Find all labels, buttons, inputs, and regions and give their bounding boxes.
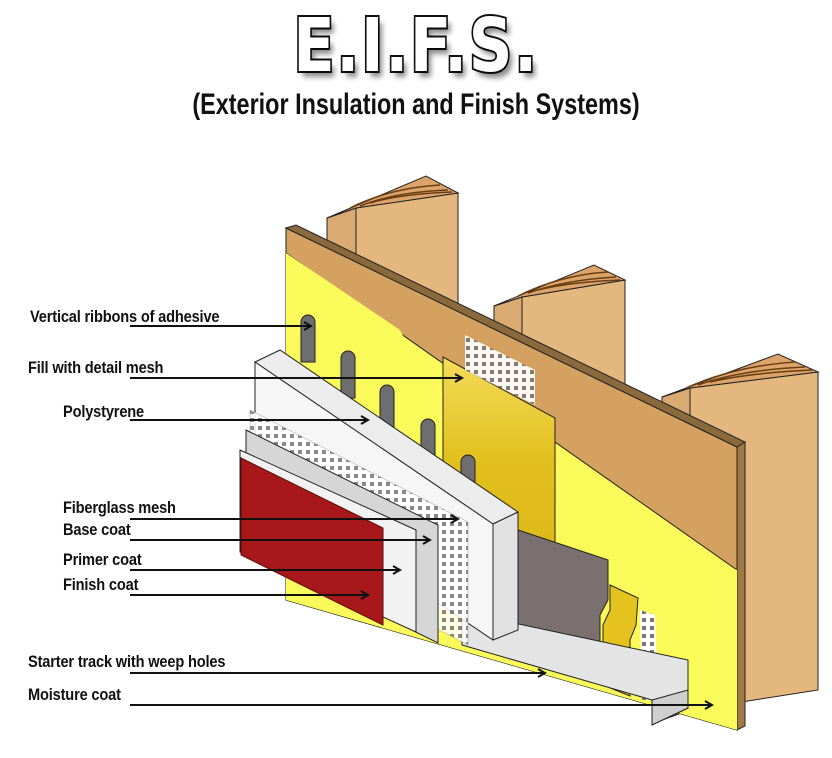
label-fiberglass-mesh: Fiberglass mesh xyxy=(63,498,176,517)
diagram-subtitle: (Exterior Insulation and Finish Systems) xyxy=(192,88,640,121)
finish-coat-layer xyxy=(240,457,384,626)
diagram-title: E.I.F.S. xyxy=(292,2,539,90)
label-primer-coat: Primer coat xyxy=(63,550,142,569)
detail-mesh-grid xyxy=(465,335,535,405)
label-detail-mesh: Fill with detail mesh xyxy=(28,358,164,377)
label-adhesive: Vertical ribbons of adhesive xyxy=(30,307,220,326)
label-moisture-coat: Moisture coat xyxy=(28,685,121,704)
starter-track xyxy=(461,611,689,726)
label-starter-track: Starter track with weep holes xyxy=(28,652,226,671)
label-finish-coat: Finish coat xyxy=(63,575,139,594)
label-polystyrene: Polystyrene xyxy=(63,402,145,421)
label-base-coat: Base coat xyxy=(63,520,131,539)
